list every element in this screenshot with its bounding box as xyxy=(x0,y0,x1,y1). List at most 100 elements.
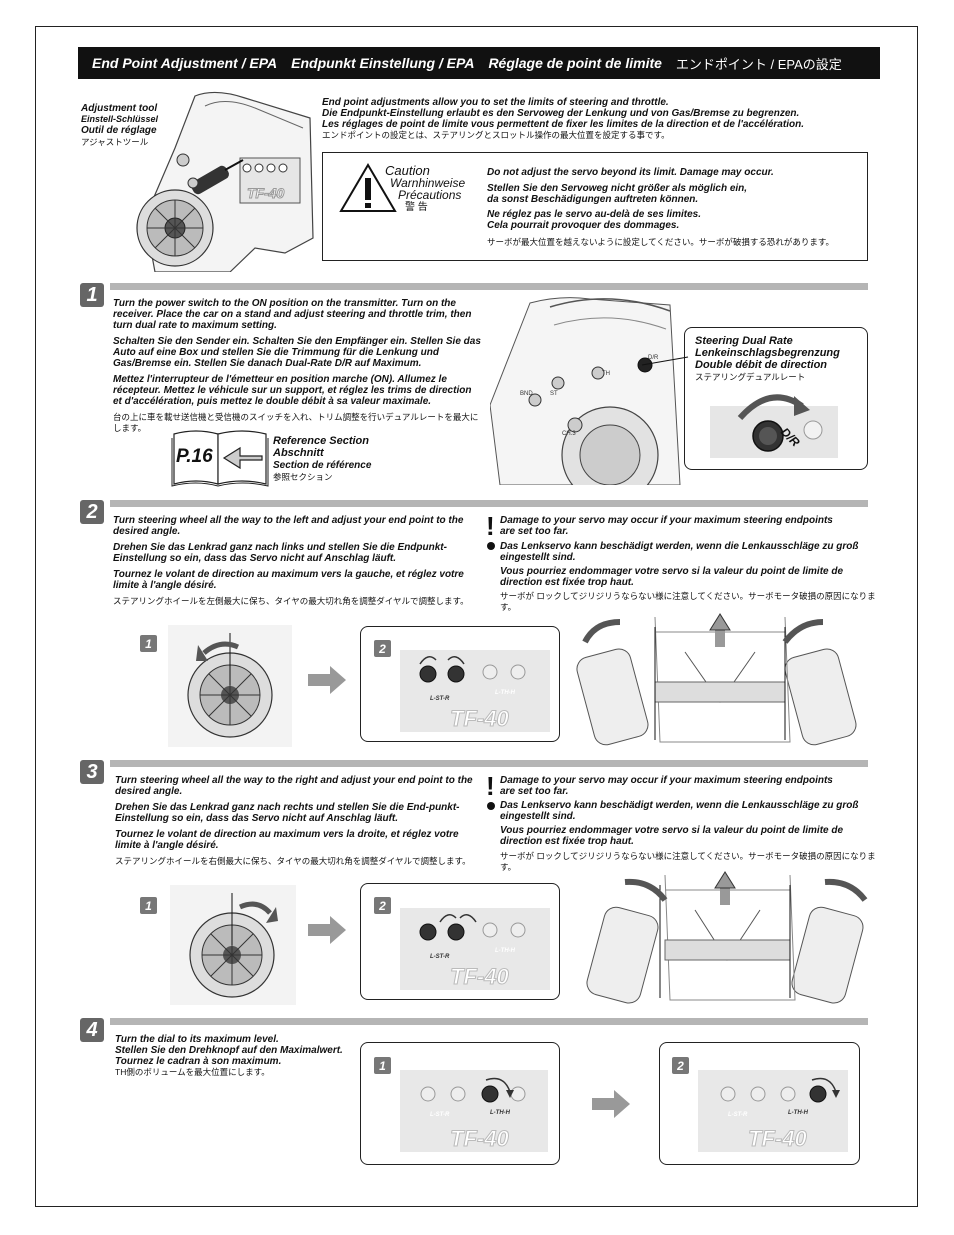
knob-label-ch3: CH.3 xyxy=(562,431,576,437)
dual-rate-en: Steering Dual Rate xyxy=(695,335,793,347)
caution-title-fr: Précautions xyxy=(398,188,462,202)
svg-text:TF-40: TF-40 xyxy=(247,185,285,201)
intro-de: Die Endpunkt-Einstellung erlaubt es den … xyxy=(322,108,800,119)
step-2-bar xyxy=(110,500,868,507)
tool-label-de: Einstell-Schlüssel xyxy=(81,114,159,124)
caution-de-1: Stellen Sie den Servoweg nicht größer al… xyxy=(487,183,748,194)
step-4-brand-1: TF-40 xyxy=(450,1126,509,1151)
dual-rate-pointer-line xyxy=(641,356,689,366)
step-3-wheel-right-illustration xyxy=(170,885,296,1005)
step-2-sub-1: 1 xyxy=(140,635,157,652)
step-3-bullet xyxy=(487,802,495,810)
header-title-en: End Point Adjustment / EPA xyxy=(92,55,278,71)
step-2-bullet xyxy=(487,542,495,550)
step-4-sub-2: 2 xyxy=(672,1057,689,1074)
step-2-panel-label: L-ST-R xyxy=(430,696,450,702)
caution-box xyxy=(322,152,868,261)
knob-label-st: ST xyxy=(550,391,558,397)
step-2-panel-illustration: L-ST-R L-TH-H TF-40 xyxy=(400,650,550,732)
caution-de-2: da sonst Beschädigungen auftreten können… xyxy=(487,194,699,205)
step-4-sub-1: 1 xyxy=(374,1057,391,1074)
step-1-fr: Mettez l'interrupteur de l'émetteur en p… xyxy=(113,374,472,407)
intro-en: End point adjustments allow you to set t… xyxy=(322,97,669,108)
step-1-jp: 台の上に車を載せ送信機と受信機のスイッチを入れ、トリム調整を行いデュアルレートを… xyxy=(113,412,479,433)
step-3-warn-de: Das Lenkservo kann beschädigt werden, we… xyxy=(500,800,859,822)
dual-rate-knob-illustration: D/R xyxy=(710,394,838,458)
step-2-en: Turn steering wheel all the way to the l… xyxy=(113,515,464,537)
step-4-de: Stellen Sie den Drehknopf auf den Maxima… xyxy=(115,1045,343,1056)
dual-rate-de: Lenkeinschlagsbegrenzung xyxy=(695,347,840,359)
tool-label-fr: Outil de réglage xyxy=(81,125,157,136)
header-title-jp: エンドポイント / EPAの設定 xyxy=(675,56,842,72)
step-1-de: Schalten Sie den Sender ein. Schalten Si… xyxy=(113,336,481,369)
step-3-next-arrow-icon xyxy=(308,916,346,944)
step-3-warning-icon: ! xyxy=(486,771,495,801)
transmitter-illustration: TF-40 xyxy=(136,91,314,272)
step-4-panel-label-1a: L-ST-R xyxy=(430,1112,450,1118)
caution-title-de: Warnhinweise xyxy=(390,176,466,190)
step-2-next-arrow-icon xyxy=(308,666,346,694)
reference-de: Abschnitt xyxy=(273,447,324,459)
step-4-jp: TH側のボリュームを最大位置にします。 xyxy=(115,1067,270,1077)
step-3-warn-en: Damage to your servo may occur if your m… xyxy=(500,775,833,797)
tool-label-jp: アジャストツール xyxy=(81,137,149,147)
tool-label-en: Adjustment tool xyxy=(81,103,158,114)
intro-jp: エンドポイントの設定とは、ステアリングとスロットル操作の最大位置を設定する事です… xyxy=(322,130,670,140)
step-3-bar xyxy=(110,760,868,767)
dual-rate-fr: Double débit de direction xyxy=(695,359,828,371)
step-2-fr: Tournez le volant de direction au maximu… xyxy=(113,569,464,591)
caution-title-jp: 警 告 xyxy=(405,202,428,213)
caution-jp: サーボが最大位置を越えないように設定してください。サーボが破損する恐れがあります… xyxy=(487,237,834,247)
step-4-number: 4 xyxy=(80,1018,104,1042)
step-2-brand: TF-40 xyxy=(450,706,509,731)
reference-en: Reference Section xyxy=(273,435,369,447)
reference-book-icon: P.16 xyxy=(171,430,269,487)
step-1-transmitter-illustration: BND ST CH.3 TH D/R xyxy=(490,297,681,485)
step-1-en: Turn the power switch to the ON position… xyxy=(113,298,472,331)
knob-label-bnd: BND xyxy=(520,391,533,397)
header-title-fr: Réglage de point de limite xyxy=(488,55,662,71)
step-3-warn-fr: Vous pourriez endommager votre servo si … xyxy=(500,825,844,847)
page-border xyxy=(35,26,918,1207)
step-3-de: Drehen Sie das Lenkrad ganz nach rechts … xyxy=(115,802,460,824)
step-3-panel-label2: L-TH-H xyxy=(495,948,516,954)
caution-en: Do not adjust the servo beyond its limit… xyxy=(487,167,774,178)
step-1-number: 1 xyxy=(80,283,104,307)
step-2-de: Drehen Sie das Lenkrad ganz nach links u… xyxy=(113,542,447,564)
step-4-panel-label-2a: L-ST-R xyxy=(728,1112,748,1118)
step-3-jp: ステアリングホイールを右側最大に保ち、タイヤの最大切れ角を調整ダイヤルで調整しま… xyxy=(115,856,471,866)
step-3-warn-jp: サーボが ロックしてジリジリうならない様に注意してください。サーボモータ破損の原… xyxy=(500,851,876,872)
step-2-panel-label2: L-TH-H xyxy=(495,690,516,696)
step-4-panel-label-2: L-TH-H xyxy=(788,1110,809,1116)
step-2-warn-jp: サーボが ロックしてジリジリうならない様に注意してください。サーボモータ破損の原… xyxy=(500,591,876,612)
page-header: End Point Adjustment / EPA Endpunkt Eins… xyxy=(78,47,880,79)
step-3-car-chassis-illustration xyxy=(586,871,868,1004)
step-3-panel-label: L-ST-R xyxy=(430,954,450,960)
caution-title-en: Caution xyxy=(385,163,430,178)
step-4-panel-illustration-1: L-ST-R L-TH-H TF-40 xyxy=(400,1070,548,1152)
step-4-bar xyxy=(110,1018,868,1025)
intro-fr: Les réglages de point de limite vous per… xyxy=(322,119,804,130)
step-2-sub-2: 2 xyxy=(374,640,391,657)
step-4-en: Turn the dial to its maximum level. xyxy=(115,1034,279,1045)
step-2-warn-en: Damage to your servo may occur if your m… xyxy=(500,515,833,537)
step-3-fr: Tournez le volant de direction au maximu… xyxy=(115,829,459,851)
step-4-fr: Tournez le cadran à son maximum. xyxy=(115,1056,282,1067)
step-3-brand: TF-40 xyxy=(450,964,509,989)
step-2-warn-de: Das Lenkservo kann beschädigt werden, we… xyxy=(500,541,859,563)
step-4-panel-label-1: L-TH-H xyxy=(490,1110,511,1116)
step-3-en: Turn steering wheel all the way to the r… xyxy=(115,775,473,797)
step-1-bar xyxy=(110,283,868,290)
step-2-jp: ステアリングホイールを左側最大に保ち、タイヤの最大切れ角を調整ダイヤルで調整しま… xyxy=(113,596,469,606)
step-4-brand-2: TF-40 xyxy=(748,1126,807,1151)
step-2-warn-fr: Vous pourriez endommager votre servo si … xyxy=(500,566,844,588)
step-2-car-chassis-illustration xyxy=(576,613,857,746)
knob-label-dr: D/R xyxy=(648,355,659,361)
step-2-warning-icon: ! xyxy=(486,511,495,541)
caution-fr-2: Cela pourrait provoquer des dommages. xyxy=(487,220,680,231)
step-2-number: 2 xyxy=(80,500,104,524)
caution-fr-1: Ne réglez pas le servo au-delà de ses li… xyxy=(487,209,701,220)
header-title-de: Endpunkt Einstellung / EPA xyxy=(291,55,475,71)
step-4-panel-illustration-2: L-ST-R L-TH-H TF-40 xyxy=(698,1070,848,1152)
step-3-sub-2: 2 xyxy=(374,897,391,914)
